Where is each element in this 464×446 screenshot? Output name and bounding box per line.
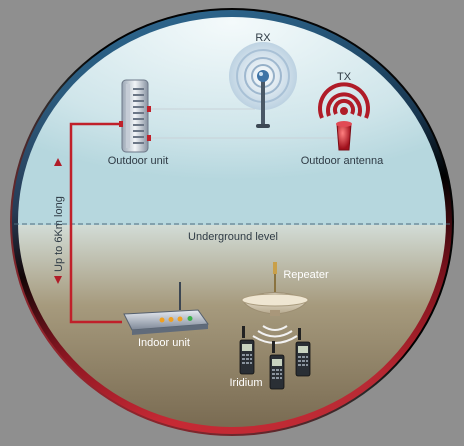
cable-length-label: Up to 6Km long: [53, 196, 65, 272]
repeater-label: Repeater: [283, 269, 329, 281]
above-ground-area: [18, 17, 446, 225]
tx-label: TX: [337, 71, 352, 83]
indoor-unit-label: Indoor unit: [138, 337, 190, 349]
outdoor-antenna-label: Outdoor antenna: [301, 155, 384, 167]
tx-antenna-icon: [318, 82, 370, 151]
arrow-down-icon: [54, 276, 62, 284]
outdoor-unit-label: Outdoor unit: [108, 155, 169, 167]
rx-antenna-icon: [229, 42, 297, 128]
router-icon: [123, 282, 209, 335]
outdoor-unit-icon: [119, 79, 151, 153]
iridium-label: Iridium: [229, 377, 262, 389]
underground-area: [18, 225, 446, 427]
satellite-phone-icon: [239, 326, 311, 390]
rx-label: RX: [255, 32, 271, 44]
underground-level-label: Underground level: [188, 231, 278, 243]
cable: [69, 122, 122, 324]
arrow-up-icon: [54, 158, 62, 166]
